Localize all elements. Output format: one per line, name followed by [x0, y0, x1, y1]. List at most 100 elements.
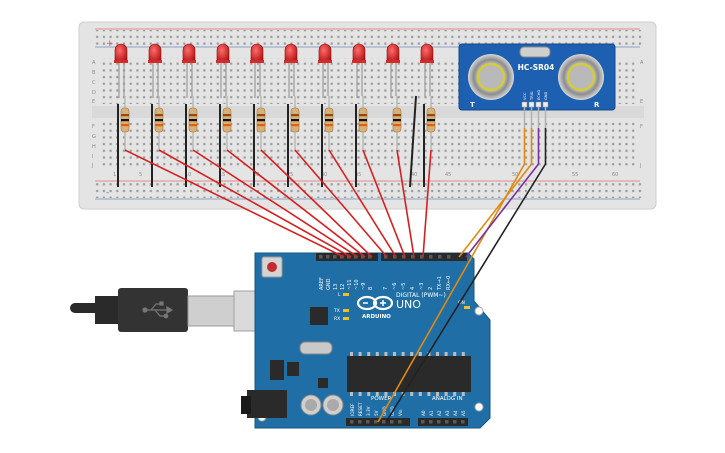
- header-hole: [361, 255, 365, 259]
- led-label-l: L: [338, 292, 341, 298]
- analog-header[interactable]: [418, 418, 468, 426]
- row-letter: B: [92, 70, 96, 76]
- header-hole: [354, 255, 358, 259]
- row-letter: I: [92, 154, 93, 160]
- gnd-wire: [385, 163, 547, 423]
- chip-pin: [461, 352, 465, 356]
- led-label-rx: RX: [334, 316, 340, 322]
- resistor-band: [359, 124, 367, 127]
- header-hole: [411, 255, 415, 259]
- pin-label: RX←0: [446, 276, 452, 290]
- pin-label: A5: [461, 410, 466, 416]
- pin-label: A4: [453, 410, 458, 416]
- chip-pin: [444, 352, 448, 356]
- header-hole: [374, 420, 378, 424]
- top-power-rail: [92, 30, 644, 46]
- row-letter: E: [640, 99, 643, 105]
- signal-wire: [192, 149, 359, 258]
- pin-label: 2: [428, 287, 434, 290]
- wires: [124, 128, 547, 423]
- resistor-band: [155, 119, 163, 122]
- resistor-band: [427, 124, 435, 127]
- led-rim: [284, 60, 298, 63]
- pin-label: 8: [368, 287, 374, 290]
- chip-pin: [393, 352, 396, 356]
- chip-pin: [427, 392, 431, 396]
- digital-header-right[interactable]: [381, 253, 467, 261]
- trig-wire: [458, 163, 533, 258]
- bottom-power-rail: [92, 182, 644, 198]
- sensor-label: HC-SR04: [518, 63, 555, 72]
- row-letter: C: [92, 80, 96, 86]
- chip-pin: [375, 352, 379, 356]
- led-rim: [148, 60, 162, 63]
- usb-cable: [70, 288, 263, 332]
- ground-wire: [409, 95, 417, 188]
- led: [250, 43, 264, 63]
- resistor-band: [393, 124, 401, 127]
- pin-label: 7: [383, 287, 389, 290]
- led-rim: [250, 60, 264, 63]
- resistor-band: [393, 119, 401, 122]
- pin-label: 12: [340, 284, 346, 290]
- header-hole: [333, 255, 337, 259]
- echo-wire: [465, 163, 540, 258]
- rail-plus-label: +: [106, 39, 114, 49]
- header-hole: [461, 420, 465, 424]
- pin-label: ~9: [361, 283, 367, 290]
- row-letter: F: [92, 124, 95, 130]
- pin-label: ~10: [354, 279, 360, 290]
- header-hole: [402, 255, 406, 259]
- signal-wire: [328, 149, 397, 258]
- signal-wire: [422, 149, 432, 258]
- chip-pin: [410, 392, 414, 396]
- pin-label: ~6: [392, 283, 398, 290]
- chip-pin: [410, 352, 414, 356]
- pin-label: A0: [421, 410, 426, 416]
- pin-label: A1: [429, 410, 434, 416]
- column-number: 60: [612, 172, 618, 178]
- signal-wire: [396, 149, 415, 258]
- resistor-band: [291, 124, 299, 127]
- atmega-chip: [347, 356, 471, 392]
- resistor-band: [325, 124, 333, 127]
- led-rim: [420, 60, 434, 63]
- power-jack[interactable]: [247, 390, 287, 418]
- signal-wire: [294, 149, 388, 258]
- pin-label: IOREF: [350, 403, 355, 416]
- column-number: 1: [113, 172, 116, 178]
- pin-label: A2: [437, 410, 442, 416]
- row-letter: G: [92, 134, 96, 140]
- column-number: 25: [287, 172, 293, 178]
- header-hole: [350, 420, 354, 424]
- arduino-logo-icon: [356, 295, 394, 311]
- ultrasonic-sensor[interactable]: HC-SR04 T R VCC TRIG ECHO GND: [458, 43, 616, 128]
- brand-label: ARDUINO: [362, 314, 391, 320]
- sensor-pin-label: GND: [544, 92, 548, 100]
- resistor-band: [121, 114, 129, 117]
- resistor-band: [155, 114, 163, 117]
- resistor-band: [257, 119, 265, 122]
- led: [216, 43, 230, 63]
- header-hole: [358, 420, 362, 424]
- column-number: 10: [185, 172, 191, 178]
- reset-button-cap[interactable]: [267, 262, 277, 272]
- resistor-band: [427, 119, 435, 122]
- header-hole: [429, 255, 433, 259]
- model-label: UNO: [396, 298, 421, 311]
- resistor-band: [257, 124, 265, 127]
- led-rim: [182, 60, 196, 63]
- header-hole: [437, 420, 441, 424]
- column-number: 55: [572, 172, 578, 178]
- resistor-band: [223, 119, 231, 122]
- led: [352, 43, 366, 63]
- header-hole: [393, 255, 397, 259]
- arduino-uno[interactable]: AREF GND 13 12 ~11 ~10 ~9 8 7 ~6 ~5 4 ~3…: [241, 252, 491, 429]
- row-letter: F: [640, 124, 643, 130]
- row-letter: A: [92, 60, 96, 66]
- column-number: 35: [355, 172, 361, 178]
- led-row: [114, 43, 436, 188]
- row-letter: J: [91, 163, 93, 169]
- resistor-band: [121, 119, 129, 122]
